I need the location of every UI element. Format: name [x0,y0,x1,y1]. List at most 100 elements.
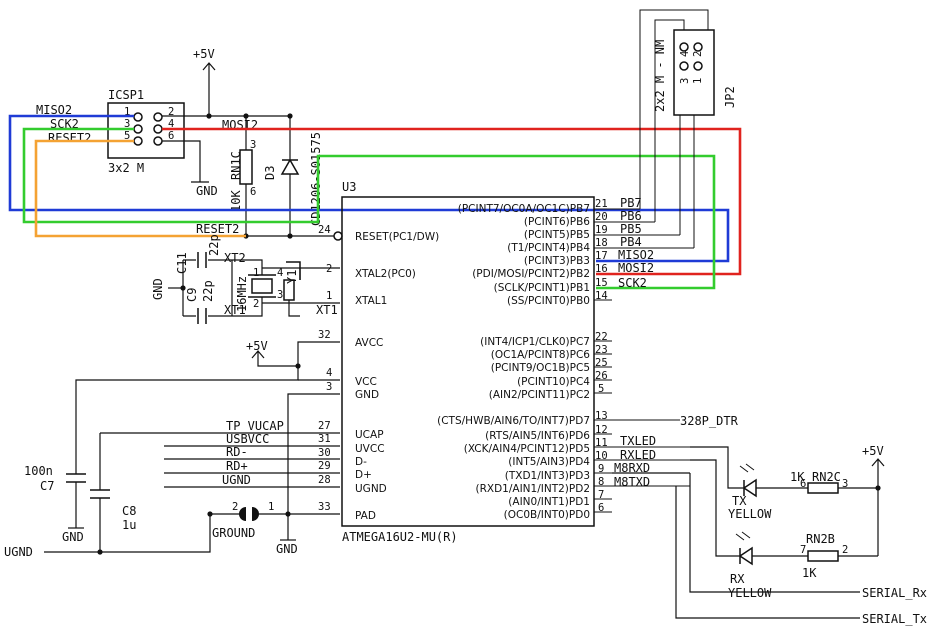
ground-jumper-pin-2: 2 [232,501,238,513]
y1-pin-1: 1 [253,267,259,279]
u3-pin-3-num: 3 [326,381,332,393]
u3-pin-pc5: (PCINT9/OC1B)PC5 [491,362,590,374]
u3-ref: U3 [342,180,356,194]
net-label-usbvcc: USBVCC [226,432,269,446]
u3-pin-gnd: GND [355,389,379,401]
d3-part: CD1206-S01575 [309,132,323,226]
u3-pin-ugnd: UGND [355,483,387,495]
u3-pin-pb1: (SCLK/PCINT1)PB1 [494,282,590,294]
net-label-mosi2-u3: MOSI2 [618,261,654,275]
u3-pin-pb3: (PCINT3)PB3 [524,255,590,267]
y1-ref: Y1 [285,270,299,284]
icsp-pin-1: 1 [124,106,130,118]
d3-ref: D3 [263,166,277,180]
u3-pin-pd3: (TXD1/INT3)PD3 [505,470,590,482]
u3-pin-17-num: 17 [595,250,608,262]
rn2b-pin-7: 7 [800,544,806,556]
icsp-pin-5: 5 [124,130,130,142]
net-label-m8txd: M8TXD [614,475,650,489]
u3-pin-dminus: D- [355,456,367,468]
net-label-328p-dtr: 328P_DTR [680,414,739,428]
icsp-pin-2: 2 [168,106,174,118]
u3-pin-18-num: 18 [595,237,608,249]
gnd-label-c7: GND [62,530,84,544]
u3-pin-25-num: 25 [595,357,608,369]
rn1c-pin-a: 3 [250,139,256,151]
net-label-sck2: SCK2 [50,117,79,131]
vcc-label-mid: +5V [246,339,268,353]
net-label-reset2-u3: RESET2 [196,222,239,236]
jp2-pin-2: 2 [692,51,704,57]
gnd-label-crystal: GND [151,278,165,300]
rn2c-value: 1K [790,470,805,484]
u3-pin-pc4: (PCINT10)PC4 [517,376,590,388]
net-label-pb6: PB6 [620,209,642,223]
rn2b-value: 1K [802,566,817,580]
u3-pin-31-num: 31 [318,433,331,445]
u3-pin-6-num: 6 [598,502,604,514]
u3-pin-pb0: (SS/PCINT0)PB0 [507,295,590,307]
icsp-pin-3: 3 [124,118,130,130]
u3-pin-pb7: (PCINT7/OC0A/OC1C)PB7 [458,203,590,215]
vcc-label-top: +5V [193,47,215,61]
ground-jumper-pin-1: 1 [268,501,274,513]
gnd-label-icsp: GND [196,184,218,198]
u3-pin-16-num: 16 [595,263,608,275]
vcc-symbol-right: +5V [862,444,885,556]
u3-pin-uvcc: UVCC [355,443,385,455]
u3-pin-12-num: 12 [595,424,608,436]
net-label-rxled: RXLED [620,448,656,462]
u3-pin-14-num: 14 [595,290,608,302]
u3-pin-pd0: (OC0B/INT0)PD0 [504,509,590,521]
crystal-freq: 16MHz [235,276,249,312]
jp2-header: 4 2 3 1 JP2 2x2 M - NM [653,29,737,116]
icsp1-ref: ICSP1 [108,88,144,102]
net-label-serial-tx: SERIAL_Tx [862,612,927,626]
c8-capacitor: C8 1u [90,433,136,552]
u3-pin-11-num: 11 [595,437,608,449]
net-label-miso2: MISO2 [36,103,72,117]
u3-pin-vcc: VCC [355,376,377,388]
u3-pin-xtal1: XTAL1 [355,295,387,307]
rx-led-ref: RX [730,572,745,586]
jp2-value: 2x2 M - NM [653,40,667,112]
u3-pin-29-num: 29 [318,460,331,472]
c11-value: 22p [207,234,221,256]
jp2-pin-3: 3 [679,78,691,84]
wire-miso2 [8,114,730,263]
u3-pin-pd1: (AIN0/INT1)PD1 [508,496,590,508]
c7-value: 100n [24,464,53,478]
rn2b-ref: RN2B [806,532,835,546]
c8-ref: C8 [122,504,136,518]
u3-pin-19-num: 19 [595,224,608,236]
u3-pin-pb6: (PCINT6)PB6 [524,216,590,228]
c11-ref: C11 [175,252,189,274]
u3-pin-4-num: 4 [326,367,332,379]
net-label-xt1: XT1 [316,303,338,317]
u3-chip: U3 ATMEGA16U2-MU(R) [341,180,595,544]
ground-jumper-label: GROUND [212,526,255,540]
y1-pin-3: 3 [277,289,283,301]
jp2-pin-1: 1 [692,78,704,84]
gnd-label-u3: GND [276,542,298,556]
u3-pin-33-num: 33 [318,501,331,513]
c7-ref: C7 [40,479,54,493]
c7-capacitor: 100n C7 GND [24,464,86,544]
u3-pin-10-num: 10 [595,450,608,462]
rn1c-pin-b: 6 [250,186,256,198]
rn2c-pin-6: 6 [800,478,806,490]
u3-pin-pc7: (INT4/ICP1/CLK0)PC7 [480,336,590,348]
u3-pin-23-num: 23 [595,344,608,356]
c8-value: 1u [122,518,136,532]
tx-led-color: YELLOW [728,507,772,521]
u3-pin-22-num: 22 [595,331,608,343]
net-label-pb7: PB7 [620,196,642,210]
rn2b-pin-2: 2 [842,544,848,556]
u3-pin-pd6: (RTS/AIN5/INT6)PD6 [485,430,590,442]
u3-pin-pd5: (XCK/AIN4/PCINT12)PD5 [464,443,590,455]
u3-pin-2-num: 2 [326,263,332,275]
net-label-tp-vucap: TP_VUCAP [226,419,284,433]
u3-pin-dplus: D+ [355,469,372,481]
u3-part: ATMEGA16U2-MU(R) [342,530,458,544]
icsp-pin-4: 4 [168,118,174,130]
